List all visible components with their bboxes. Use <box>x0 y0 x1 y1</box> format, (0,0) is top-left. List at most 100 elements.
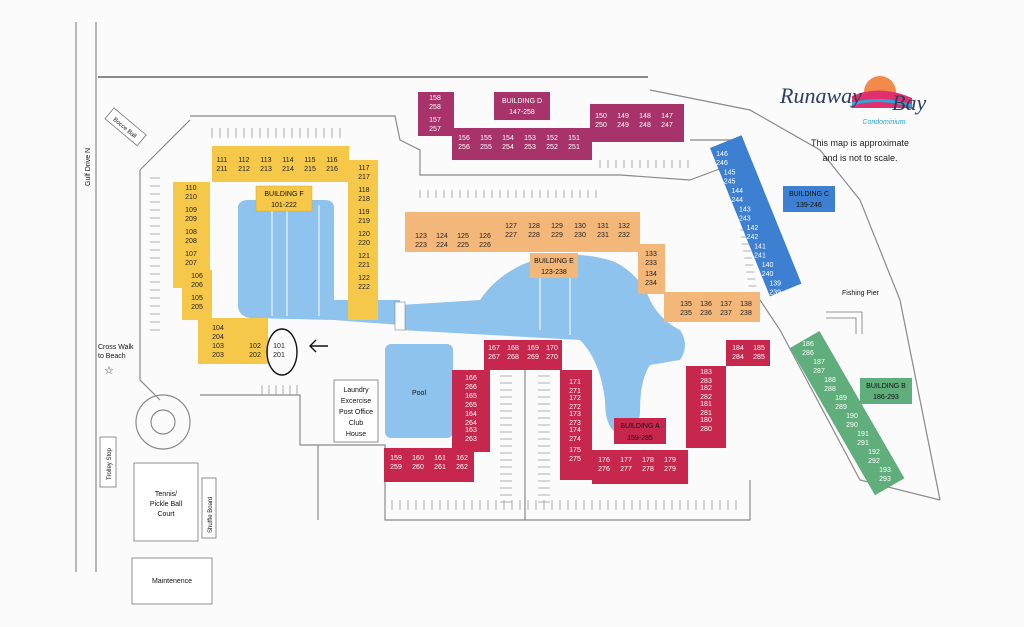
unit-label-a: 280 <box>700 426 712 433</box>
unit-labels: 1112111122121132131142141152151162161102… <box>185 95 891 483</box>
unit-label-a: 282 <box>700 394 712 401</box>
building-b-label <box>860 378 912 404</box>
unit-label-a: 285 <box>753 354 765 361</box>
unit-label-e: 125 <box>457 233 469 240</box>
unit-label-f: 217 <box>358 174 370 181</box>
unit-label-a: 275 <box>569 456 581 463</box>
unit-label-a: 169 <box>527 345 539 352</box>
unit-label-c: 140 <box>762 262 774 269</box>
unit-label-f: 106 <box>191 273 203 280</box>
unit-label-e: 130 <box>574 223 586 230</box>
unit-label-c: 144 <box>731 188 743 195</box>
building-b <box>790 331 905 496</box>
unit-label-e: 233 <box>645 260 657 267</box>
unit-label-d: 154 <box>502 135 514 142</box>
unit-label-d: 248 <box>639 122 651 129</box>
unit-label-f: 220 <box>358 240 370 247</box>
unit-label-f: 118 <box>358 187 369 194</box>
unit-label-f: 203 <box>212 352 224 359</box>
unit-label-f: 218 <box>358 196 370 203</box>
unit-label-e: 235 <box>680 310 692 317</box>
map-note-line1: This map is approximate <box>811 138 909 148</box>
svg-text:Post Office: Post Office <box>339 409 373 416</box>
unit-label-a: 267 <box>488 354 500 361</box>
unit-label-f: 213 <box>260 166 272 173</box>
unit-label-a: 284 <box>732 354 744 361</box>
svg-text:Laundry: Laundry <box>343 387 369 394</box>
unit-label-c: 245 <box>724 179 736 186</box>
unit-label-e: 123 <box>415 233 427 240</box>
unit-label-b: 289 <box>835 404 847 411</box>
unit-label-a: 276 <box>598 466 610 473</box>
svg-text:123-238: 123-238 <box>541 269 567 276</box>
unit-label-e: 131 <box>597 223 609 230</box>
unit-label-e: 231 <box>597 232 609 239</box>
unit-label-f: 221 <box>358 262 370 269</box>
building-e-label <box>530 253 578 278</box>
unit-label-d: 151 <box>568 135 580 142</box>
unit-label-d: 253 <box>524 144 536 151</box>
unit-label-a: 261 <box>434 464 446 471</box>
svg-text:Excercise: Excercise <box>341 398 371 405</box>
unit-label-f: 122 <box>358 275 370 282</box>
unit-label-f: 108 <box>185 229 197 236</box>
unit-label-a: 269 <box>527 354 539 361</box>
unit-label-b: 186 <box>802 341 814 348</box>
unit-label-a: 183 <box>700 369 712 376</box>
unit-label-e: 137 <box>720 301 732 308</box>
unit-label-e: 128 <box>528 223 540 230</box>
unit-label-f: 206 <box>191 282 203 289</box>
unit-label-a: 260 <box>412 464 424 471</box>
unit-label-f: 101 <box>273 343 285 350</box>
road-network <box>75 22 941 572</box>
unit-label-e: 232 <box>618 232 630 239</box>
unit-label-a: 281 <box>700 410 712 417</box>
unit-label-e: 225 <box>457 242 469 249</box>
svg-text:Maintenence: Maintenence <box>152 578 192 585</box>
unit-label-e: 124 <box>436 233 448 240</box>
unit-label-a: 176 <box>598 457 610 464</box>
unit-label-f: 103 <box>212 343 224 350</box>
unit-label-a: 167 <box>488 345 500 352</box>
unit-label-a: 184 <box>732 345 744 352</box>
unit-label-d: 158 <box>429 95 441 102</box>
unit-label-f: 120 <box>358 231 370 238</box>
unit-label-e: 237 <box>720 310 732 317</box>
unit-label-f: 201 <box>273 352 285 359</box>
unit-label-a: 272 <box>569 404 581 411</box>
unit-label-b: 190 <box>846 413 858 420</box>
trolley-stop: Trolley Stop <box>99 436 117 488</box>
gulf-drive-label: Gulf Drive N <box>85 148 92 186</box>
unit-label-f: 109 <box>185 207 197 214</box>
svg-text:Bay: Bay <box>892 90 926 115</box>
unit-label-e: 127 <box>505 223 517 230</box>
unit-label-f: 114 <box>282 157 293 164</box>
unit-label-b: 287 <box>813 368 825 375</box>
building-a-label <box>614 418 666 444</box>
unit-label-a: 173 <box>569 411 581 418</box>
unit-label-c: 243 <box>739 216 751 223</box>
unit-label-a: 171 <box>569 379 581 386</box>
unit-label-d: 247 <box>661 122 673 129</box>
unit-label-f: 115 <box>304 157 315 164</box>
unit-label-b: 291 <box>857 440 869 447</box>
unit-label-a: 266 <box>465 384 477 391</box>
star-icon: ☆ <box>104 365 114 377</box>
svg-text:Condominium: Condominium <box>862 119 905 126</box>
unit-label-d: 256 <box>458 144 470 151</box>
unit-label-a: 270 <box>546 354 558 361</box>
unit-label-c: 239 <box>769 290 781 297</box>
unit-label-a: 185 <box>753 345 765 352</box>
unit-label-e: 126 <box>479 233 491 240</box>
unit-label-f: 113 <box>260 157 271 164</box>
unit-label-a: 177 <box>620 457 632 464</box>
unit-label-e: 133 <box>645 251 657 258</box>
unit-label-b: 187 <box>813 359 825 366</box>
svg-text:Cross Walk: Cross Walk <box>98 344 134 351</box>
unit-label-a: 168 <box>507 345 519 352</box>
unit-label-b: 292 <box>868 458 880 465</box>
unit-label-f: 209 <box>185 216 197 223</box>
unit-label-f: 102 <box>249 343 261 350</box>
unit-label-d: 152 <box>546 135 558 142</box>
unit-label-a: 159 <box>390 455 402 462</box>
